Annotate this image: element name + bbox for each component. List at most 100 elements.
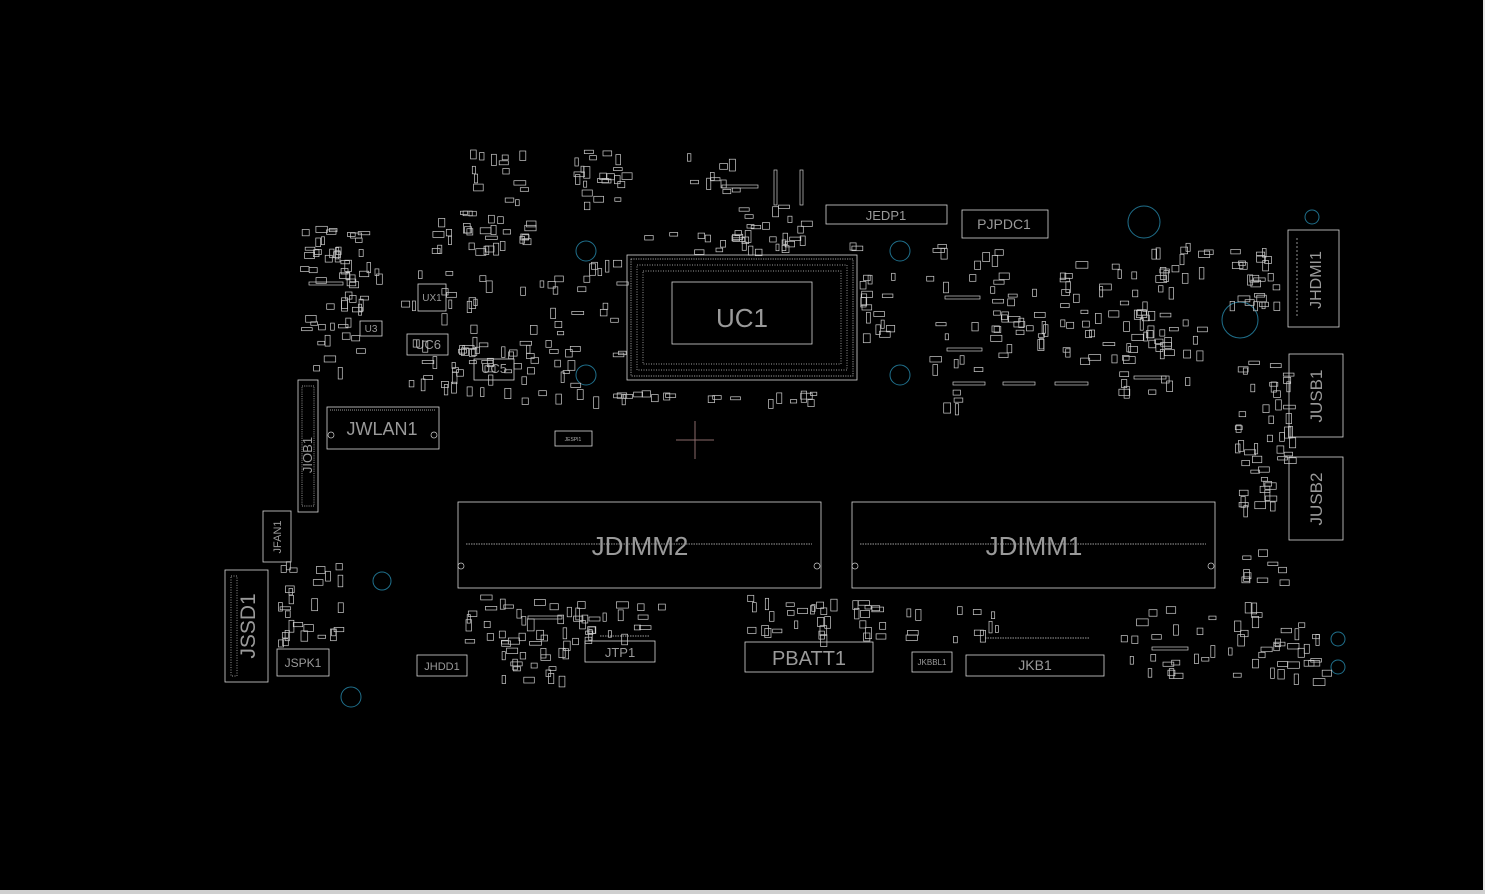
smd-pad bbox=[577, 286, 587, 293]
smd-pad bbox=[1182, 319, 1189, 327]
smd-pad bbox=[587, 626, 597, 634]
ic-ux1[interactable]: UX1 bbox=[417, 283, 447, 312]
smd-pad bbox=[943, 402, 951, 414]
connector-jwlan1[interactable]: JWLAN1 bbox=[326, 406, 440, 450]
connector-jtp1[interactable]: JTP1 bbox=[584, 635, 656, 663]
smd-pad bbox=[852, 600, 859, 610]
smd-pad bbox=[316, 566, 326, 574]
connector-jusb2[interactable]: JUSB2 bbox=[1288, 456, 1344, 541]
smd-pad bbox=[479, 227, 492, 235]
smd-pad bbox=[998, 272, 1010, 280]
jkbbl1-label: JKBBL1 bbox=[918, 658, 947, 667]
smd-pad bbox=[552, 286, 559, 295]
smd-pad bbox=[285, 561, 291, 571]
connector-jiob1[interactable]: JIOB1 bbox=[297, 379, 319, 513]
smd-pad bbox=[1283, 376, 1292, 384]
smd-pad bbox=[1282, 372, 1295, 377]
smd-pad bbox=[1159, 329, 1166, 337]
connector-jssd1[interactable]: JSSD1 bbox=[224, 569, 269, 683]
smd-pad bbox=[1159, 349, 1165, 360]
smd-pad bbox=[993, 279, 1005, 285]
smd-pad bbox=[441, 288, 449, 296]
smd-pad bbox=[356, 348, 366, 354]
smd-pad bbox=[1254, 501, 1266, 510]
smd-pad bbox=[1131, 333, 1144, 341]
smd-pad bbox=[1119, 300, 1130, 306]
smd-pad bbox=[1250, 279, 1261, 288]
connector-pjpdc1[interactable]: PJPDC1 bbox=[961, 209, 1049, 239]
connector-jhdd1[interactable]: JHDD1 bbox=[416, 654, 468, 677]
smd-pad bbox=[1244, 449, 1257, 456]
smd-pad bbox=[1032, 288, 1037, 297]
smd-pad bbox=[990, 334, 1003, 342]
smd-pad bbox=[456, 369, 464, 377]
smd-pad bbox=[438, 218, 446, 228]
connector-jusb1[interactable]: JUSB1 bbox=[1288, 353, 1344, 438]
smd-pad bbox=[772, 628, 783, 634]
slot-jdimm1[interactable]: JDIMM1 bbox=[851, 501, 1216, 589]
smd-pad bbox=[530, 357, 539, 364]
smd-pad bbox=[311, 598, 318, 612]
ic-u3[interactable]: U3 bbox=[359, 320, 383, 337]
smd-pad bbox=[1117, 269, 1122, 279]
jiob1-label: JIOB1 bbox=[300, 437, 315, 473]
smd-pad bbox=[1242, 367, 1248, 375]
smd-pad bbox=[474, 173, 478, 184]
mounting-holes bbox=[340, 205, 1346, 708]
smd-pad bbox=[982, 252, 990, 262]
smd-pad bbox=[1089, 329, 1095, 338]
connector-jfan1[interactable]: JFAN1 bbox=[262, 510, 292, 563]
connector-jedp1[interactable]: JEDP1 bbox=[825, 204, 948, 225]
cpu-uc1[interactable]: UC1 bbox=[626, 254, 858, 381]
smd-pad bbox=[1165, 606, 1177, 614]
trace-pad bbox=[1133, 375, 1167, 380]
smd-pad bbox=[337, 602, 344, 613]
smd-pad bbox=[615, 154, 621, 166]
smd-pad bbox=[731, 187, 741, 193]
smd-pad bbox=[747, 594, 755, 602]
smd-pad bbox=[605, 259, 610, 273]
smd-pad bbox=[526, 618, 535, 632]
smd-pad bbox=[907, 630, 919, 636]
connector-jhdmi1[interactable]: JHDMI1 bbox=[1287, 229, 1340, 328]
smd-pad bbox=[526, 353, 535, 359]
smd-pad bbox=[574, 157, 579, 167]
smd-pad bbox=[501, 639, 509, 645]
connector-pbatt1[interactable]: PBATT1 bbox=[744, 641, 874, 673]
smd-pad bbox=[548, 673, 555, 684]
smd-pad bbox=[462, 210, 473, 217]
slot-jdimm2[interactable]: JDIMM2 bbox=[457, 501, 822, 589]
connector-jespi1[interactable]: JESPI1 bbox=[554, 430, 593, 447]
smd-pad bbox=[504, 197, 515, 203]
smd-pad bbox=[1269, 381, 1279, 387]
jtp1-label: JTP1 bbox=[605, 645, 635, 660]
smd-pad bbox=[497, 216, 504, 224]
smd-pad bbox=[519, 150, 527, 161]
smd-pad bbox=[1162, 661, 1175, 667]
smd-pad bbox=[741, 241, 747, 251]
smd-pad bbox=[1001, 311, 1009, 323]
smd-pad bbox=[1203, 249, 1214, 255]
smd-pad bbox=[1258, 549, 1268, 557]
smd-pad bbox=[1315, 634, 1320, 646]
smd-pad bbox=[1064, 273, 1073, 279]
smd-pad bbox=[573, 615, 584, 622]
smd-pad bbox=[658, 603, 666, 611]
smd-pad bbox=[581, 189, 593, 197]
smd-pad bbox=[512, 666, 521, 672]
connector-jspk1[interactable]: JSPK1 bbox=[276, 648, 330, 677]
smd-pad bbox=[330, 322, 335, 331]
smd-pad bbox=[1179, 254, 1185, 266]
smd-pad bbox=[1026, 325, 1034, 332]
trace-pad bbox=[721, 184, 759, 189]
smd-pad bbox=[569, 346, 581, 352]
connector-jkb1[interactable]: JKB1 bbox=[965, 637, 1105, 677]
smd-pad bbox=[519, 340, 532, 346]
smd-pad bbox=[301, 229, 310, 237]
smd-pad bbox=[308, 267, 318, 274]
smd-pad bbox=[420, 378, 426, 392]
smd-pad bbox=[562, 370, 570, 374]
connector-jkbbl1[interactable]: JKBBL1 bbox=[911, 651, 953, 673]
smd-pad bbox=[448, 299, 453, 309]
